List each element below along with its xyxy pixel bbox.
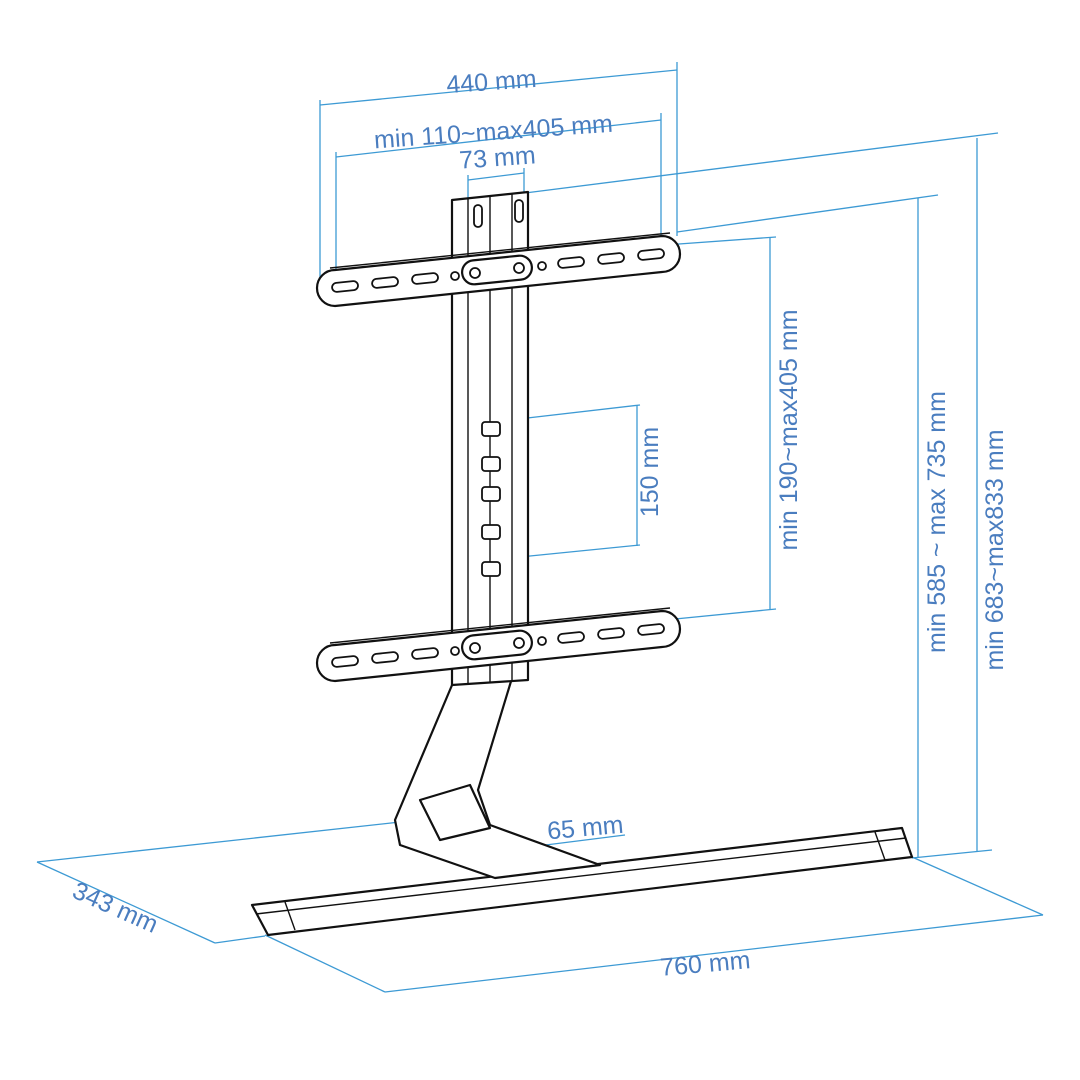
stand-column (450, 190, 530, 687)
label-vesa-vertical: min 190~max405 mm (775, 309, 803, 550)
bottom-mounting-plate (315, 607, 682, 683)
label-base-width: 760 mm (659, 946, 751, 982)
stand-base (250, 826, 914, 937)
label-plate-width: 440 mm (445, 65, 537, 99)
dimension-lines (36, 62, 1044, 993)
label-height-top-plate: min 585 ~ max 735 mm (923, 391, 951, 653)
label-overall-height: min 683~max833 mm (981, 429, 1009, 670)
label-bracket-spacing: 150 mm (636, 427, 664, 517)
label-column-width: 73 mm (458, 141, 536, 174)
label-base-depth: 343 mm (68, 877, 162, 939)
stand-neck (393, 676, 602, 880)
top-mounting-plate (315, 232, 682, 308)
label-neck-depth: 65 mm (546, 811, 625, 846)
